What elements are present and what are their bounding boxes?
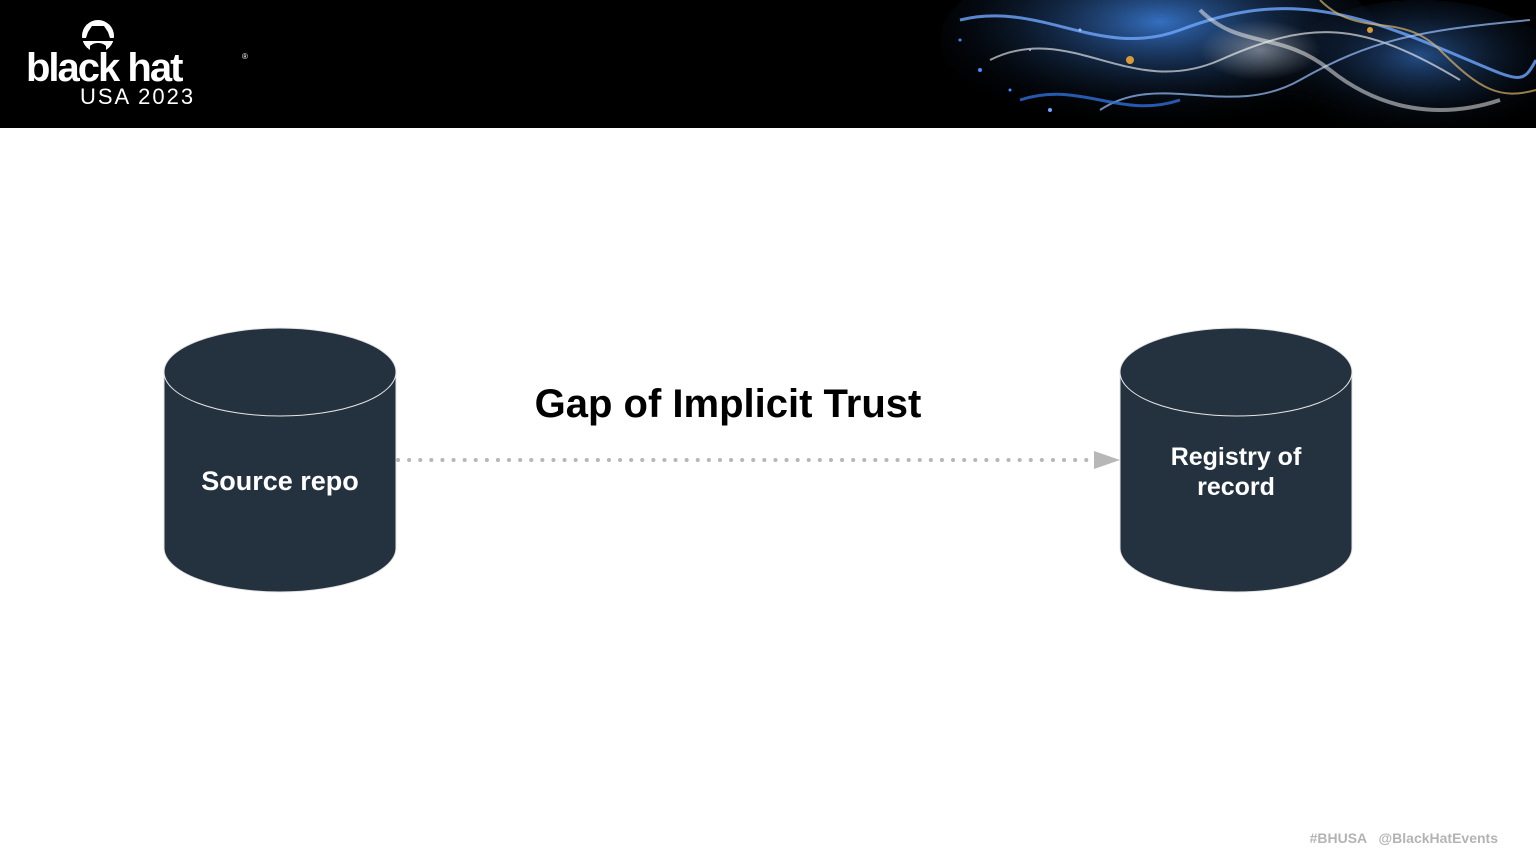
logo-wordmark: black hat [26, 46, 183, 90]
footer: #BHUSA @BlackHatEvents [1310, 830, 1498, 846]
source-repo-cylinder-icon [163, 327, 397, 593]
gap-label: Gap of Implicit Trust [534, 382, 922, 426]
abstract-smoke-art [940, 0, 1536, 128]
logo-event-year: USA 2023 [80, 84, 196, 109]
black-hat-logo: black hat ® USA 2023 [26, 18, 256, 110]
source-repo-label: Source repo [201, 466, 359, 496]
logo-registered-mark: ® [242, 52, 248, 61]
dotted-arrow [396, 451, 1120, 469]
registry-cylinder-icon [1119, 327, 1353, 593]
footer-hashtag: #BHUSA [1309, 830, 1367, 846]
footer-handle: @BlackHatEvents [1378, 830, 1498, 846]
header-band: black hat ® USA 2023 [0, 0, 1536, 128]
hat-silhouette-icon [82, 20, 114, 52]
arrowhead-icon [1094, 451, 1120, 469]
registry-of-record-label: Registry of record [1170, 443, 1302, 501]
